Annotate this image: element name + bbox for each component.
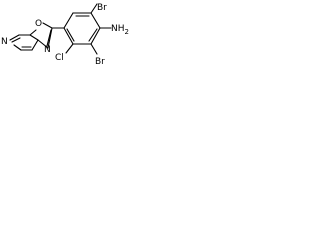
bromine-top-label: Br (97, 3, 107, 13)
pyridine-nitrogen-label: N (1, 37, 8, 47)
oxazole-oxygen-label: O (35, 19, 42, 29)
benzene-ring (63, 12, 101, 45)
chlorine-label: Cl (55, 53, 64, 63)
br-bottom-bond (90, 43, 98, 55)
amino-label-main: NH (111, 24, 125, 34)
amino-label: NH2 (111, 24, 129, 36)
bromine-bottom-label: Br (95, 57, 105, 67)
oxazole-ring (29, 22, 53, 49)
molecule-structure: Br NH2 Cl Br N O N (1, 3, 129, 67)
cl-bond (65, 43, 74, 54)
pyridine-ring (9, 34, 39, 51)
br-top-bond (90, 3, 98, 14)
oxazole-nitrogen-label: N (44, 45, 51, 55)
amino-label-subscript: 2 (125, 28, 129, 36)
